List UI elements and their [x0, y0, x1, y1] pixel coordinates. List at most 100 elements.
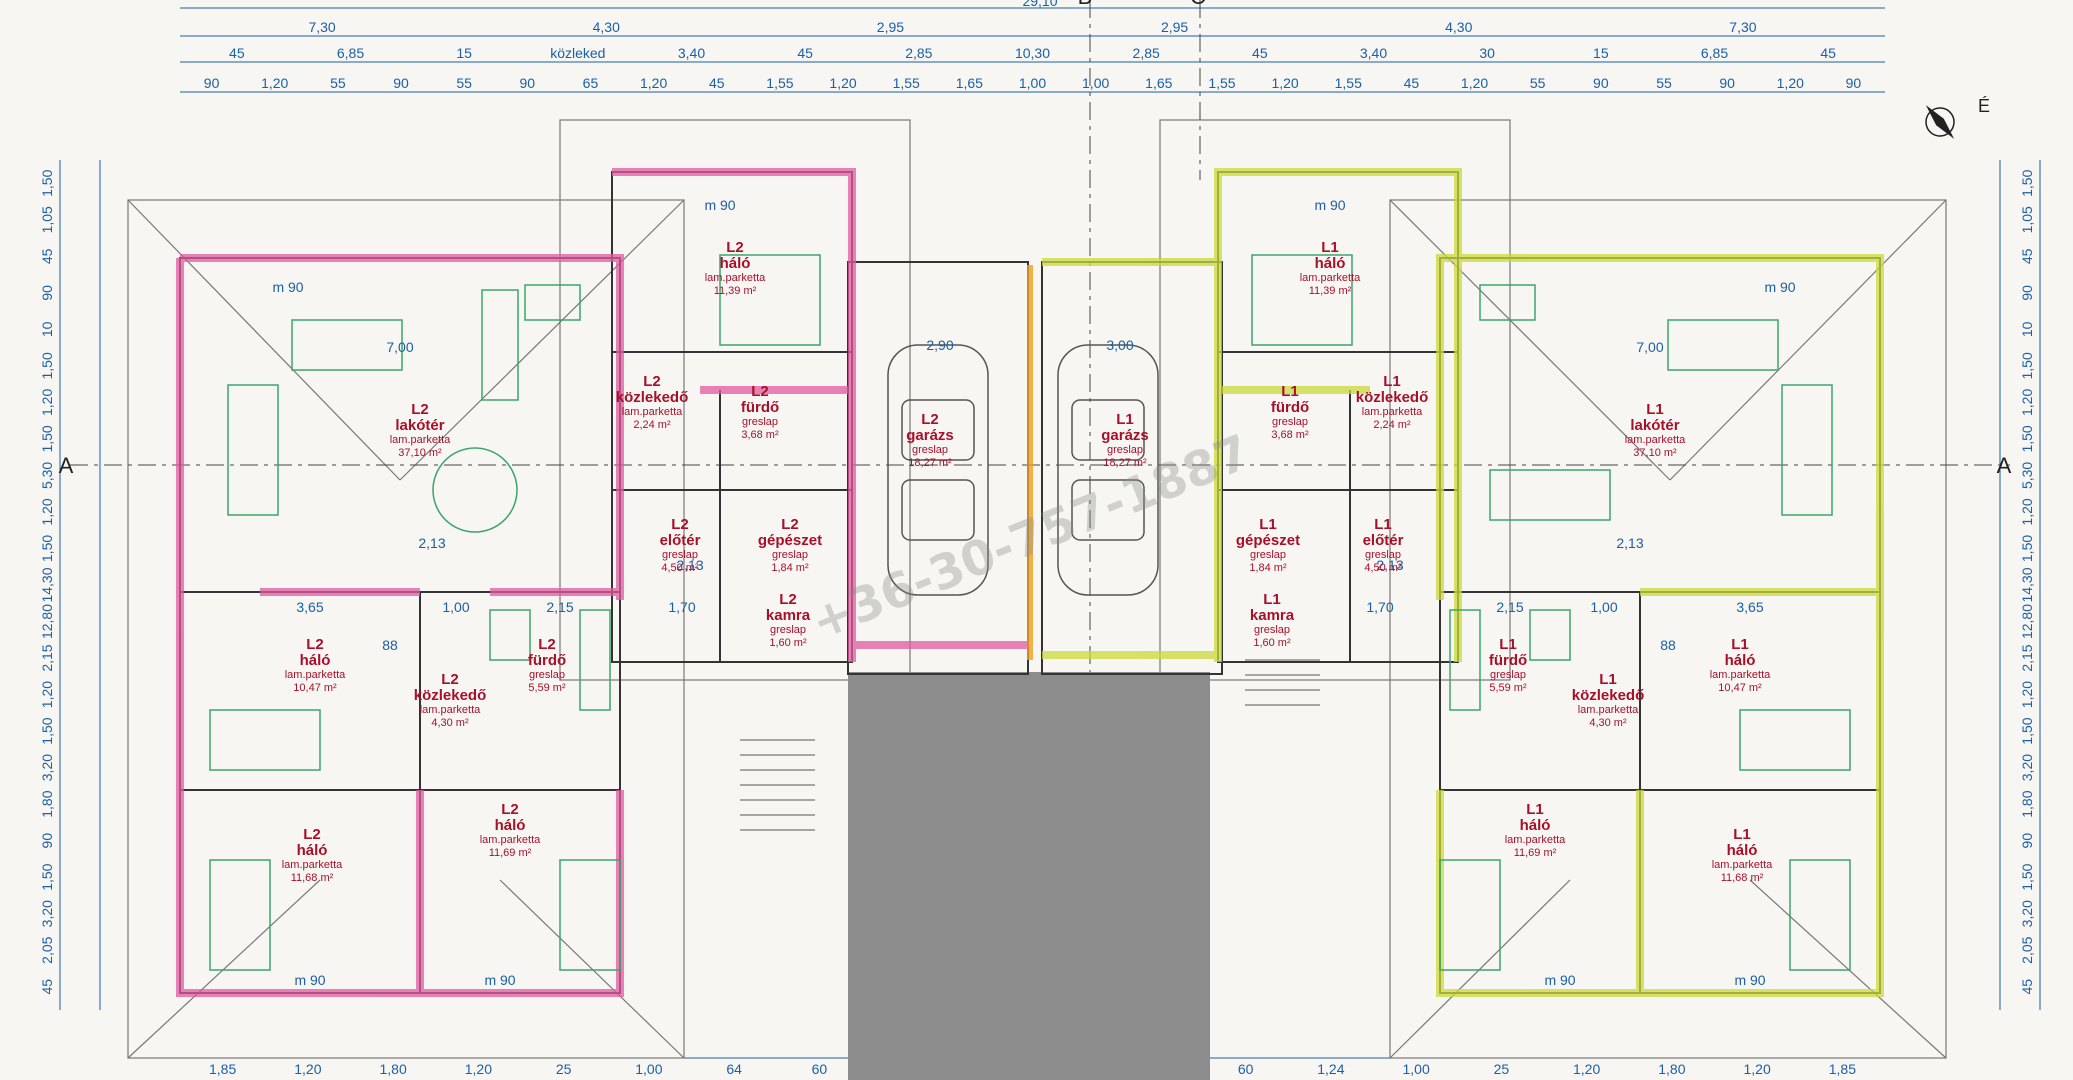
room-area: 1,84 m²	[1249, 562, 1287, 574]
dimension-label: 1,00	[1019, 75, 1046, 91]
room-name: közlekedő	[1572, 687, 1645, 704]
room-area: 2,24 m²	[633, 419, 671, 431]
dimension-label: 45	[1252, 45, 1268, 61]
dimension-label: 45	[2019, 248, 2035, 264]
room-area: 1,60 m²	[1253, 637, 1291, 649]
inner-dimension-label: 3,65	[296, 599, 323, 615]
room-area: 4,30 m²	[1589, 717, 1627, 729]
car-icon-l2	[887, 344, 989, 596]
dimension-label: 4,30	[593, 19, 620, 35]
dimension-label: 1,20	[2019, 681, 2035, 708]
dimension-label: 1,55	[893, 75, 920, 91]
dimension-label: 7,30	[1729, 19, 1756, 35]
room-name: fürdő	[1489, 652, 1527, 669]
room-floor: greslap	[1490, 669, 1526, 681]
dimension-label: 1,00	[1403, 1061, 1430, 1077]
dimension-label: 15	[456, 45, 472, 61]
dimension-label: 1,20	[1573, 1061, 1600, 1077]
inner-dimension-label: 7,00	[1636, 339, 1663, 355]
room-floor: lam.parketta	[282, 859, 343, 871]
dimension-label: 1,80	[1658, 1061, 1685, 1077]
dimension-label: 5,30	[2019, 462, 2035, 489]
dimension-label: 15	[1593, 45, 1609, 61]
room-unit: L2	[306, 636, 324, 653]
inner-dimension-label: 7,00	[386, 339, 413, 355]
room-unit: L2	[726, 239, 744, 256]
furniture-l1	[1251, 254, 1851, 971]
l1-highlight	[1042, 168, 1884, 997]
dimension-label: 1,20	[261, 75, 288, 91]
room-floor: greslap	[529, 669, 565, 681]
room-floor: lam.parketta	[1505, 834, 1566, 846]
dimension-label: 90	[39, 833, 55, 849]
room-unit: L2	[671, 516, 689, 533]
room-floor: greslap	[1250, 549, 1286, 561]
dimension-label: 1,50	[39, 169, 55, 196]
inner-dimension-label: m 90	[484, 972, 515, 988]
dimension-label: 2,95	[877, 19, 904, 35]
room-name: háló	[300, 652, 331, 669]
inner-dimension-label: 2,13	[676, 557, 703, 573]
inner-dimension-label: 88	[1660, 637, 1676, 653]
top-dimension-lines	[59, 7, 2041, 1059]
dimension-label: 2,95	[1161, 19, 1188, 35]
room-area: 3,68 m²	[1271, 429, 1309, 441]
room-area: 11,39 m²	[1309, 285, 1352, 297]
room-floor: lam.parketta	[480, 834, 541, 846]
dimension-label: 1,80	[2019, 790, 2035, 817]
dimension-label: 90	[393, 75, 409, 91]
dimension-label: közleked	[550, 45, 605, 61]
dimension-label: 3,20	[2019, 754, 2035, 781]
entrance-steps	[740, 659, 1320, 831]
room-name: háló	[1725, 652, 1756, 669]
room-name: garázs	[906, 427, 954, 444]
room-name: közlekedő	[1356, 389, 1429, 406]
dimension-label: 1,80	[39, 790, 55, 817]
inner-dimension-label: 1,70	[1366, 599, 1393, 615]
dimension-label: 1,05	[2019, 206, 2035, 233]
room-area: 37,10 m²	[398, 447, 442, 459]
dimension-label: 1,50	[2019, 425, 2035, 452]
room-area: 4,50 m²	[1364, 562, 1402, 574]
dimension-label: 6,85	[1701, 45, 1728, 61]
inner-dimension-label: m 90	[1734, 972, 1765, 988]
inner-dimension-label: m 90	[1314, 197, 1345, 213]
room-area: 1,84 m²	[771, 562, 809, 574]
dimension-label: 10	[39, 321, 55, 337]
room-area: 4,50 m²	[661, 562, 699, 574]
inner-dimension-label: m 90	[704, 197, 735, 213]
dimension-label: 1,20	[640, 75, 667, 91]
dimension-label: 1,55	[766, 75, 793, 91]
room-name: gépészet	[1236, 532, 1300, 549]
room-area: 37,10 m²	[1633, 447, 1677, 459]
inner-dimension-label: 1,70	[668, 599, 695, 615]
dimension-label: 1,50	[2019, 352, 2035, 379]
dimension-label: 90	[520, 75, 536, 91]
dimension-label: 45	[1404, 75, 1420, 91]
inner-dimension-label: m 90	[1544, 972, 1575, 988]
room-name: háló	[1315, 255, 1346, 272]
right-dims: 1,501,054590101,501,201,505,301,201,5014…	[2019, 169, 2035, 994]
left-dims: 1,501,054590101,501,201,505,301,201,5014…	[39, 169, 55, 994]
room-floor: lam.parketta	[1712, 859, 1773, 871]
room-name: fürdő	[528, 652, 566, 669]
dimension-label: 1,65	[1145, 75, 1172, 91]
room-floor: lam.parketta	[1300, 272, 1361, 284]
room-name: gépészet	[758, 532, 822, 549]
dimension-label: 64	[726, 1061, 742, 1077]
room-name: háló	[495, 817, 526, 834]
room-unit: L1	[1116, 411, 1134, 428]
